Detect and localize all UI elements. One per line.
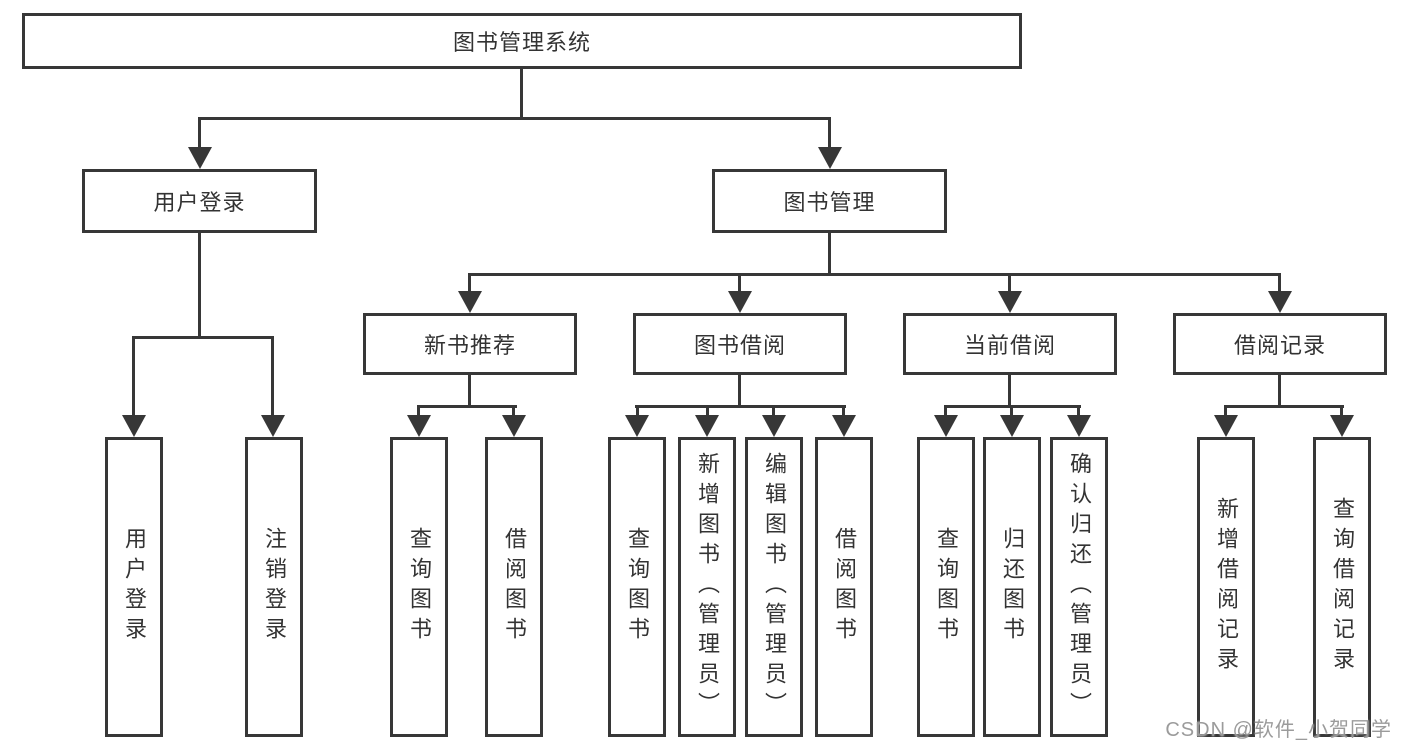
connector-arrowhead (998, 291, 1022, 313)
connector-line (198, 117, 201, 153)
connector-line (1010, 405, 1013, 419)
leaf-user-login: 用户登录 (105, 437, 163, 737)
node-new-book-recommend: 新书推荐 (363, 313, 577, 375)
connector-line (1008, 273, 1011, 297)
node-book-borrowing: 图书借阅 (633, 313, 847, 375)
connector-line (944, 405, 947, 419)
connector-arrowhead (502, 415, 526, 437)
connector-arrowhead (1000, 415, 1024, 437)
connector-line (520, 69, 523, 120)
connector-arrowhead (728, 291, 752, 313)
leaf-borrow-books: 借阅图书 (815, 437, 873, 737)
connector-line (828, 117, 831, 153)
leaf-query-borrow-record: 查询借阅记录 (1313, 437, 1371, 737)
connector-arrowhead (261, 415, 285, 437)
node-borrowing-records: 借阅记录 (1173, 313, 1387, 375)
connector-arrowhead (695, 415, 719, 437)
leaf-query-books-current: 查询图书 (917, 437, 975, 737)
connector-line (132, 336, 274, 339)
connector-line (1077, 405, 1080, 419)
connector-arrowhead (934, 415, 958, 437)
connector-line (417, 405, 420, 419)
connector-line (772, 405, 775, 419)
connector-line (636, 405, 639, 419)
connector-arrowhead (458, 291, 482, 313)
leaf-edit-books-admin: 编辑图书（管理员） (745, 437, 803, 737)
watermark-text: CSDN @软件_小贺同学 (1165, 719, 1392, 741)
node-book-management: 图书管理 (712, 169, 947, 233)
connector-line (738, 273, 741, 297)
connector-line (512, 405, 515, 419)
leaf-return-books: 归还图书 (983, 437, 1041, 737)
connector-arrowhead (1067, 415, 1091, 437)
connector-line (1224, 405, 1227, 419)
connector-arrowhead (762, 415, 786, 437)
leaf-confirm-return-admin: 确认归还（管理员） (1050, 437, 1108, 737)
connector-line (198, 233, 201, 339)
leaf-logout: 注销登录 (245, 437, 303, 737)
connector-line (635, 405, 846, 408)
connector-arrowhead (1214, 415, 1238, 437)
connector-line (132, 336, 135, 420)
connector-line (271, 336, 274, 420)
connector-line (1008, 375, 1011, 408)
connector-arrowhead (1268, 291, 1292, 313)
connector-line (468, 273, 471, 297)
connector-line (468, 375, 471, 408)
connector-arrowhead (407, 415, 431, 437)
connector-line (468, 273, 1281, 276)
connector-line (706, 405, 709, 419)
connector-arrowhead (818, 147, 842, 169)
connector-line (738, 375, 741, 408)
connector-line (1278, 375, 1281, 408)
leaf-borrow-books-recommend: 借阅图书 (485, 437, 543, 737)
leaf-add-books-admin: 新增图书（管理员） (678, 437, 736, 737)
node-user-login: 用户登录 (82, 169, 317, 233)
connector-line (1278, 273, 1281, 297)
leaf-add-borrow-record: 新增借阅记录 (1197, 437, 1255, 737)
connector-arrowhead (122, 415, 146, 437)
connector-arrowhead (188, 147, 212, 169)
connector-arrowhead (1330, 415, 1354, 437)
connector-line (198, 117, 831, 120)
node-library-system: 图书管理系统 (22, 13, 1022, 69)
connector-line (417, 405, 517, 408)
connector-line (1340, 405, 1343, 419)
leaf-query-books-borrowing: 查询图书 (608, 437, 666, 737)
connector-line (828, 233, 831, 276)
connector-arrowhead (625, 415, 649, 437)
connector-arrowhead (832, 415, 856, 437)
node-current-borrowing: 当前借阅 (903, 313, 1117, 375)
leaf-query-books-recommend: 查询图书 (390, 437, 448, 737)
connector-line (842, 405, 845, 419)
connector-line (1224, 405, 1344, 408)
